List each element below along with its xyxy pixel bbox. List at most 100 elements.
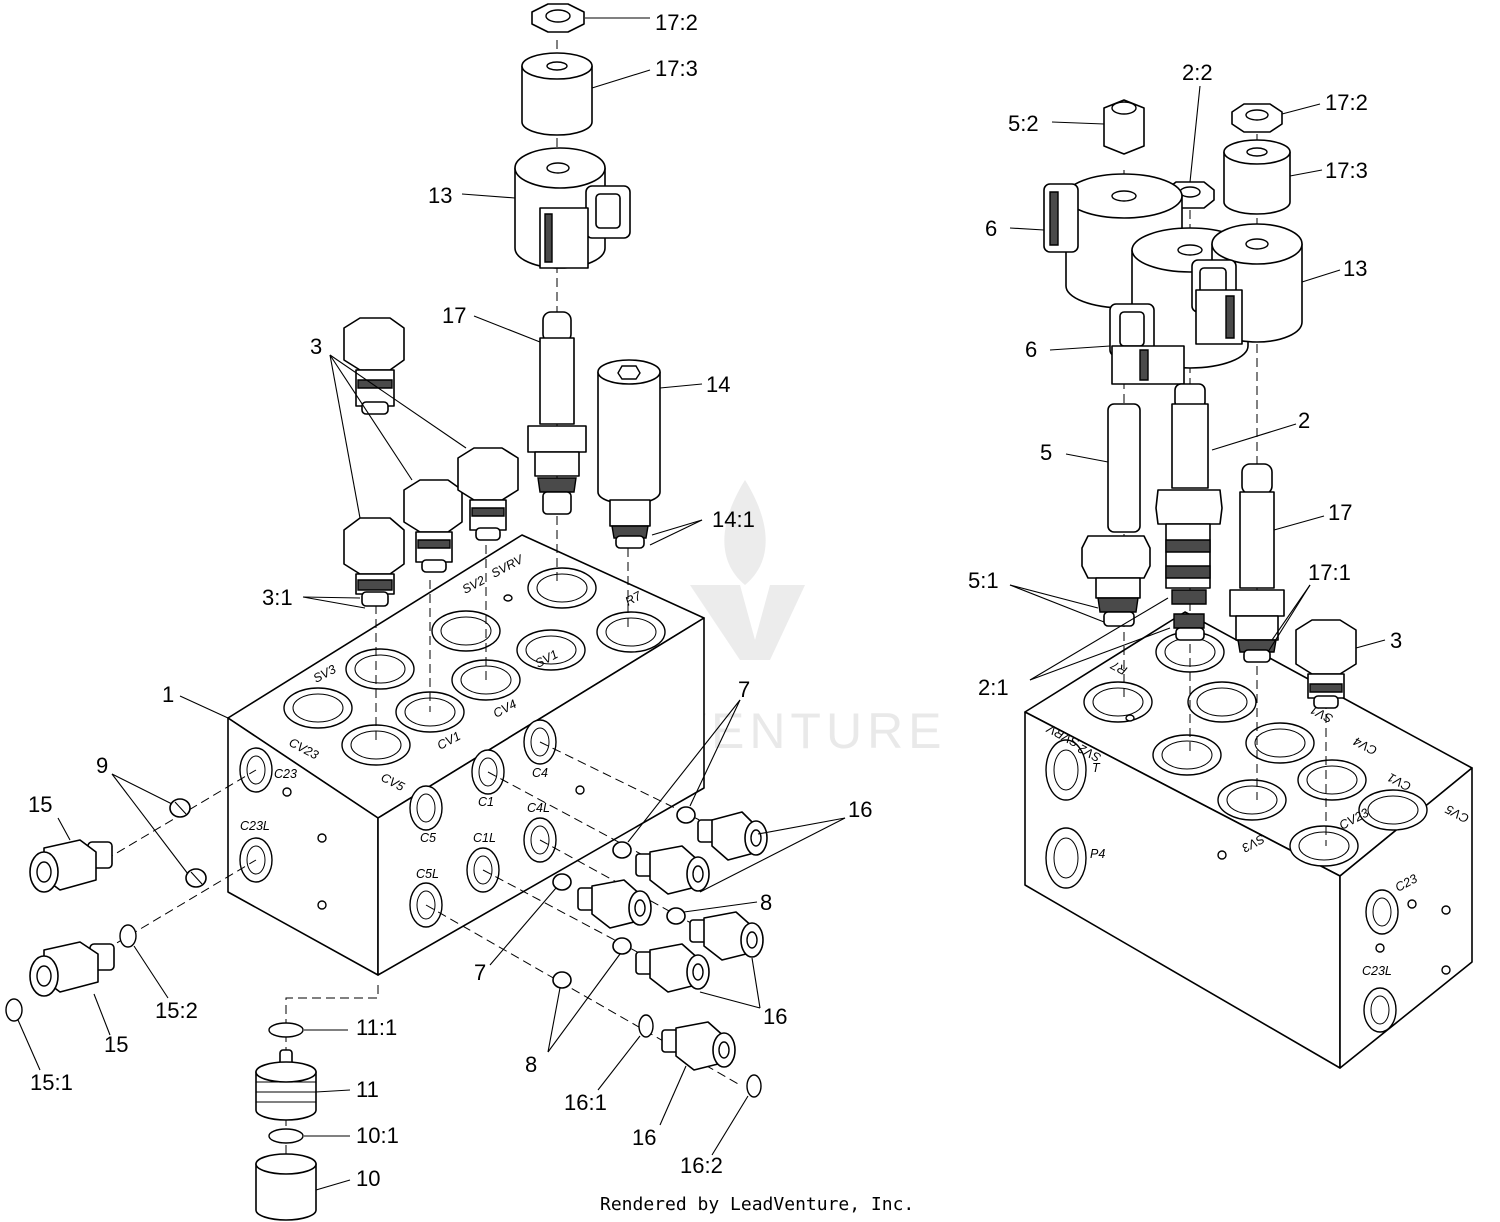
- plug-10: [255, 1153, 317, 1221]
- flame-logo-icon: [724, 480, 766, 585]
- callout-17-3: 17:3: [655, 56, 698, 81]
- callout-2: 2: [1298, 408, 1310, 433]
- callout-1: 1: [162, 682, 174, 707]
- callout-13: 13: [428, 183, 452, 208]
- callout-14: 14: [706, 372, 730, 397]
- right-valve-5: [1081, 403, 1151, 627]
- left-leaders: [17, 17, 846, 1191]
- callout-7a: 7: [738, 677, 750, 702]
- left-plugs-7-8: [552, 806, 696, 989]
- left-fittings-16: [577, 811, 768, 1071]
- right-callouts: 5:2 2:2 17:2 17:3 6 13 6 2 5 17 5:1 17:1…: [968, 60, 1402, 700]
- callout-5: 5: [1040, 440, 1052, 465]
- left-manifold-block: SV3 SV2 SVRV R7 CV23 CV1 CV4 SV1 CV5 C23…: [227, 534, 705, 976]
- render-credit: Rendered by LeadVenture, Inc.: [600, 1194, 914, 1215]
- o-ring-15-2: [119, 924, 137, 948]
- callout-8b: 8: [525, 1052, 537, 1077]
- callout-10: 10: [356, 1166, 380, 1191]
- callout-10-1: 10:1: [356, 1123, 399, 1148]
- right-check-valve-3: [1295, 619, 1357, 709]
- callout-17-right: 17: [1328, 500, 1352, 525]
- port-label-p4: P4: [1090, 847, 1105, 861]
- right-valve-2: [1155, 383, 1223, 641]
- callout-8a: 8: [760, 890, 772, 915]
- port-label-c1l: C1L: [473, 831, 496, 845]
- left-nut-17-2: [531, 3, 585, 33]
- callout-2-1: 2:1: [978, 675, 1009, 700]
- callout-17-2-right: 17:2: [1325, 90, 1368, 115]
- port-label-c4l: C4L: [527, 801, 550, 815]
- left-valve-17: [527, 311, 587, 515]
- callout-3-right: 3: [1390, 628, 1402, 653]
- left-coil-13: [514, 147, 631, 269]
- o-ring-16-1: [638, 1014, 654, 1038]
- block-top-ports: [283, 567, 666, 766]
- right-leaders: [1009, 85, 1386, 681]
- callout-3-1: 3:1: [262, 585, 293, 610]
- left-check-valve-3a: [343, 317, 405, 415]
- port-label-c5: C5: [420, 831, 436, 845]
- o-ring-10-1: [268, 1128, 304, 1144]
- port-label-c23: C23: [274, 767, 297, 781]
- callout-16-1: 16:1: [564, 1090, 607, 1115]
- left-callouts: 17:2 17:3 13 17 3 14 14:1 3:1 1 9 15 15 …: [28, 10, 872, 1191]
- left-fitting-15a: [29, 839, 113, 893]
- left-plugs-9: [169, 798, 207, 888]
- callout-11: 11: [356, 1077, 379, 1102]
- callout-2-2: 2:2: [1182, 60, 1213, 85]
- left-sleeve-17-3: [521, 52, 593, 136]
- port-label-c4: C4: [532, 766, 548, 780]
- callout-17-3-right: 17:3: [1325, 158, 1368, 183]
- callout-16c: 16: [632, 1125, 656, 1150]
- right-valve-17: [1229, 463, 1285, 663]
- callout-17: 17: [442, 303, 466, 328]
- callout-6b: 6: [1025, 337, 1037, 362]
- right-assembly: R7 SV1 CV4 CV1 CV5 SV2 SVRV SV3 CV23 T P…: [968, 60, 1473, 1069]
- right-manifold-block: R7 SV1 CV4 CV1 CV5 SV2 SVRV SV3 CV23 T P…: [1024, 611, 1473, 1069]
- callout-15b: 15: [104, 1032, 128, 1057]
- callout-3: 3: [310, 334, 322, 359]
- block-front-face: [377, 617, 705, 976]
- callout-9: 9: [96, 753, 108, 778]
- callout-15-1: 15:1: [30, 1070, 73, 1095]
- callout-13-right: 13: [1343, 256, 1367, 281]
- block-top-ports: [1083, 631, 1428, 867]
- o-ring-11-1: [268, 1022, 304, 1038]
- callout-16-2: 16:2: [680, 1153, 723, 1178]
- port-label-c23l: C23L: [240, 819, 270, 833]
- o-ring-15-1: [5, 998, 23, 1022]
- port-label-t: T: [1092, 761, 1101, 775]
- block-side-ports: [239, 719, 585, 928]
- callout-14-1: 14:1: [712, 507, 755, 532]
- callout-6a: 6: [985, 216, 997, 241]
- right-coil-6a: [1043, 173, 1183, 309]
- right-sleeve-17-3: [1223, 139, 1291, 215]
- left-relief-valve-14: [597, 359, 661, 549]
- callout-16a: 16: [848, 797, 872, 822]
- right-coil-13: [1191, 223, 1303, 345]
- left-check-valve-3d: [343, 517, 405, 607]
- port-label-c5l: C5L: [416, 867, 439, 881]
- callout-15a: 15: [28, 792, 52, 817]
- callout-16b: 16: [763, 1004, 787, 1029]
- right-nut-17-2: [1231, 103, 1283, 133]
- callout-17-1: 17:1: [1308, 560, 1351, 585]
- port-label-c1: C1: [478, 795, 494, 809]
- right-nut-5-2: [1103, 99, 1145, 155]
- callout-5-2: 5:2: [1008, 111, 1039, 136]
- left-fitting-15b: [29, 941, 115, 997]
- callout-11-1: 11:1: [356, 1015, 397, 1040]
- left-check-valve-3b: [403, 479, 463, 573]
- port-label-c23l: C23L: [1362, 964, 1392, 978]
- callout-7b: 7: [474, 960, 486, 985]
- callout-17-2: 17:2: [655, 10, 698, 35]
- plug-11: [255, 1049, 317, 1121]
- left-check-valve-3c: [457, 447, 519, 541]
- left-assembly: SV3 SV2 SVRV R7 CV23 CV1 CV4 SV1 CV5 C23…: [5, 3, 872, 1221]
- v-logo-icon: [690, 585, 805, 660]
- callout-15-2: 15:2: [155, 998, 198, 1023]
- block-side-ports: [1045, 739, 1451, 1033]
- callout-5-1: 5:1: [968, 568, 999, 593]
- o-ring-16-2: [746, 1074, 762, 1098]
